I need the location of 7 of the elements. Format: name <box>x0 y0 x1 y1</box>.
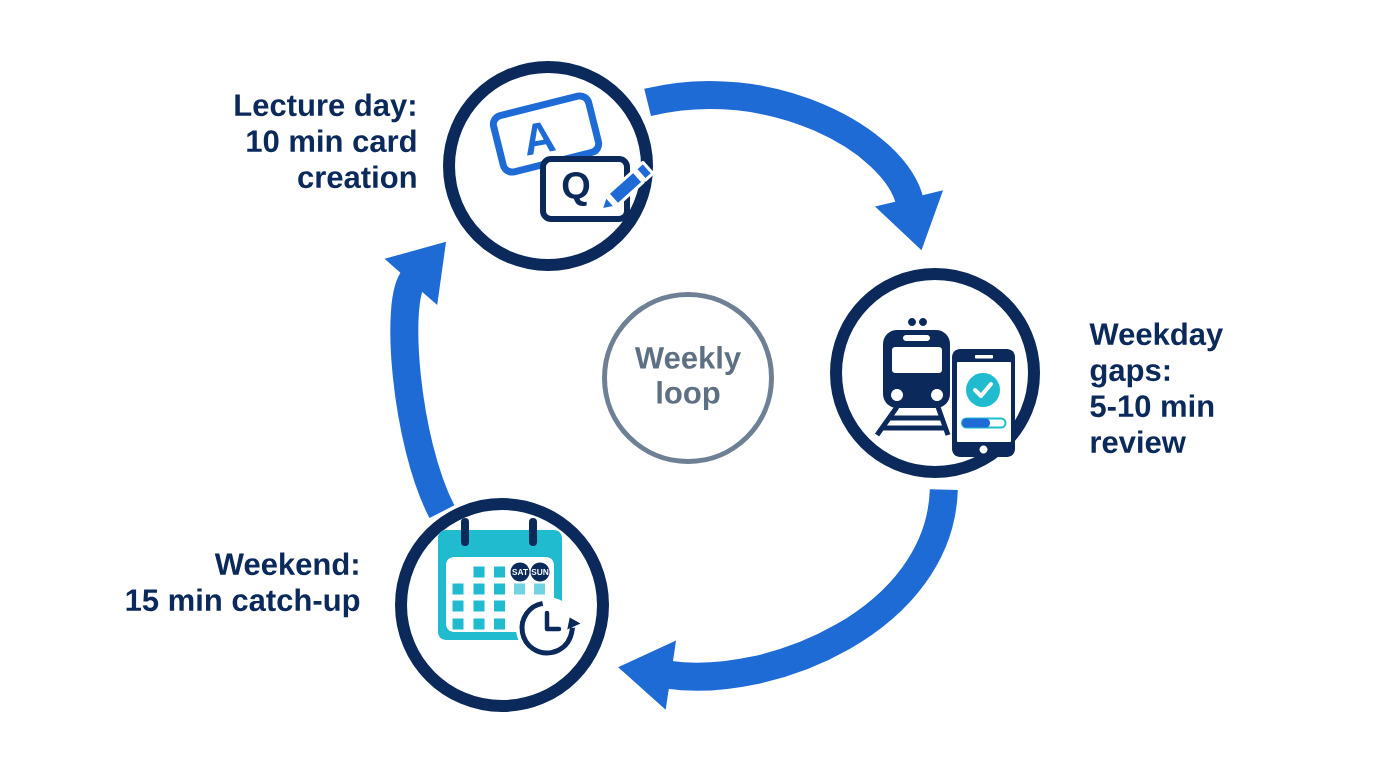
day-badge: SUN <box>530 562 550 582</box>
card-letter: Q <box>562 172 590 206</box>
step-caption: Weekend: 15 min catch-up <box>126 552 360 618</box>
step-caption: Lecture day: 10 min card creation <box>235 93 416 189</box>
day-badge: SAT <box>510 562 530 582</box>
card-letter: A <box>527 122 557 156</box>
step-caption: Weekday gaps: 5-10 min review <box>1089 322 1224 454</box>
